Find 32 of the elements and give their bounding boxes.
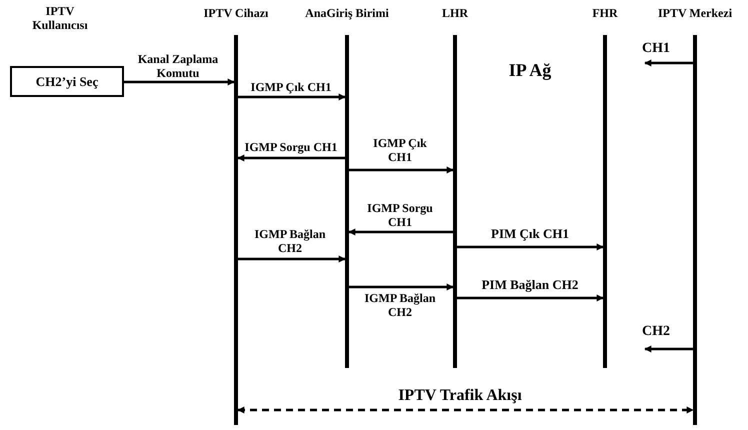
edge-label: IGMP Çık CH1 (250, 80, 332, 94)
edge-label: PIM Çık CH1 (490, 226, 570, 242)
edge-label: IGMP Bağlan CH2 (363, 291, 436, 320)
edge-label: IGMP Sorgu CH1 (366, 201, 434, 230)
edge-label: Kanal Zaplama Komutu (136, 52, 220, 81)
actor-label: IPTV Kullanıcısı (31, 4, 89, 33)
arrow (644, 346, 693, 352)
arrow (124, 78, 235, 86)
edge-label: IGMP Sorgu CH1 (244, 140, 338, 154)
edge-label: IPTV Trafik Akışı (397, 386, 523, 406)
arrow (237, 406, 694, 414)
lifeline-label: IPTV Merkezi (658, 6, 732, 21)
arrow (457, 244, 604, 250)
process-box: CH2’yi Seç (10, 66, 124, 97)
edge-label: CH2 (641, 324, 671, 341)
edge-label: PIM Bağlan CH2 (480, 277, 580, 293)
arrow (349, 284, 454, 290)
lifeline-label: IPTV Cihazı (204, 6, 268, 21)
edge-label: CH1 (641, 41, 671, 58)
edge-label: IGMP Çık CH1 (372, 136, 428, 165)
lifeline-label: FHR (592, 6, 618, 21)
arrow (457, 294, 604, 302)
arrow (349, 166, 454, 174)
arrow (238, 94, 346, 100)
edge-label: IGMP Bağlan CH2 (253, 227, 326, 256)
network-label: IP Ağ (508, 60, 552, 82)
arrow (238, 256, 346, 262)
arrow (348, 228, 453, 236)
arrow (644, 60, 693, 66)
lifeline-label: LHR (442, 6, 468, 21)
arrow (237, 154, 345, 162)
lifeline-label: AnaGiriş Birimi (305, 6, 389, 21)
